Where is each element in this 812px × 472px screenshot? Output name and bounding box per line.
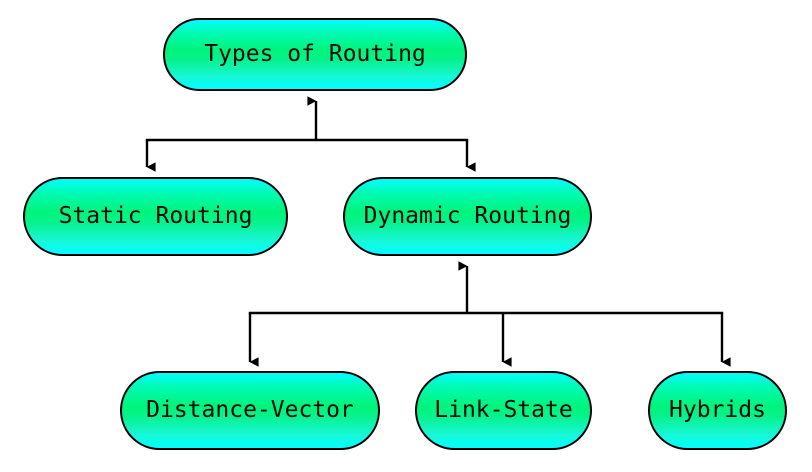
node-label-link-state: Link-State: [434, 397, 573, 423]
node-label-types-of-routing: Types of Routing: [204, 41, 426, 67]
edge-top-group: [145, 96, 476, 172]
node-distance-vector[interactable]: Distance-Vector: [120, 371, 380, 450]
node-label-hybrids: Hybrids: [669, 397, 766, 423]
node-hybrids[interactable]: Hybrids: [648, 371, 787, 450]
node-link-state[interactable]: Link-State: [415, 371, 592, 450]
node-label-distance-vector: Distance-Vector: [146, 397, 354, 423]
edge-bottom-group: [248, 261, 731, 367]
node-static-routing[interactable]: Static Routing: [23, 177, 288, 256]
node-label-dynamic-routing: Dynamic Routing: [363, 203, 572, 229]
node-dynamic-routing[interactable]: Dynamic Routing: [343, 177, 592, 256]
node-label-static-routing: Static Routing: [58, 203, 253, 229]
node-types-of-routing[interactable]: Types of Routing: [163, 18, 467, 91]
